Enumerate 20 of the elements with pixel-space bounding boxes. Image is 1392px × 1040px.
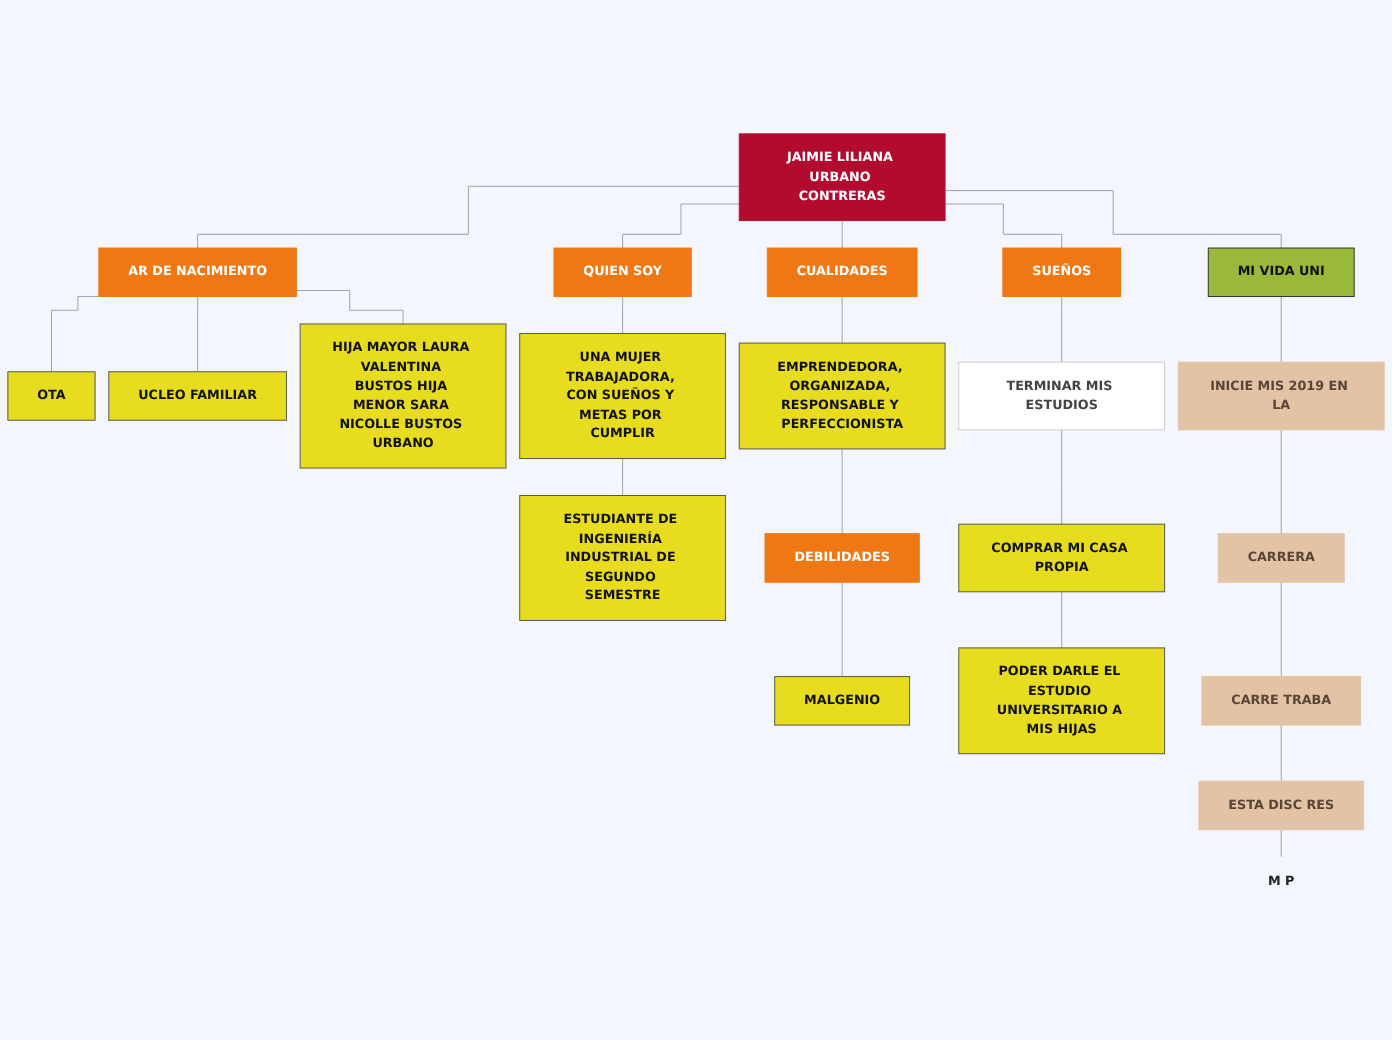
connector	[1280, 296, 1282, 363]
connector	[1061, 296, 1063, 363]
connector	[622, 203, 740, 249]
connector	[295, 290, 404, 325]
connector	[622, 458, 624, 497]
connector	[1061, 429, 1063, 525]
connector	[1280, 829, 1282, 858]
connector	[1280, 724, 1282, 782]
connector	[944, 190, 1282, 249]
connector	[1061, 591, 1063, 649]
connector	[197, 296, 199, 373]
connector	[841, 220, 843, 249]
connector	[1280, 582, 1282, 678]
connector	[841, 448, 843, 535]
connector	[841, 296, 843, 344]
connector	[197, 186, 740, 249]
connector	[1280, 429, 1282, 535]
connector	[622, 296, 624, 335]
connector	[944, 203, 1063, 249]
connector	[841, 582, 843, 678]
